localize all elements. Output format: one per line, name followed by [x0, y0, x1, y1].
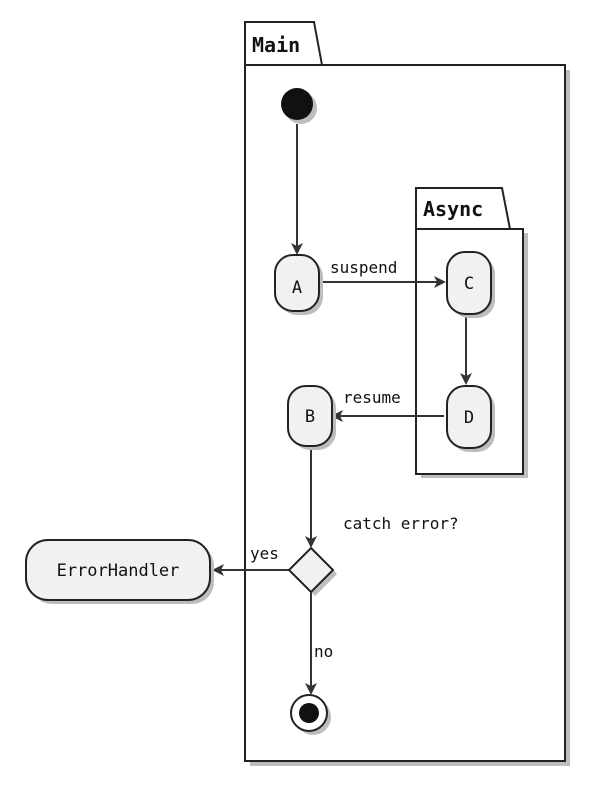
edge-label-yes: yes [250, 544, 279, 563]
edge-label-resume: resume [343, 388, 401, 407]
end-node [290, 694, 331, 735]
decision-node [287, 546, 337, 596]
edges [212, 124, 472, 695]
edge-label-suspend: suspend [330, 258, 397, 277]
node-error-handler: ErrorHandler [25, 539, 214, 604]
package-main-label: Main [252, 33, 300, 57]
start-node [281, 88, 317, 124]
node-error-handler-label: ErrorHandler [57, 561, 180, 581]
node-b: B [287, 385, 336, 450]
edge-label-no: no [314, 642, 333, 661]
node-d-label: D [464, 408, 474, 428]
decision-question: catch error? [343, 514, 459, 533]
node-a-label: A [292, 278, 302, 298]
package-async-label: Async [423, 197, 483, 221]
node-c: C [446, 251, 495, 318]
node-a: A [274, 254, 323, 315]
node-b-label: B [305, 407, 315, 427]
node-d: D [446, 385, 495, 452]
node-c-label: C [464, 274, 474, 294]
